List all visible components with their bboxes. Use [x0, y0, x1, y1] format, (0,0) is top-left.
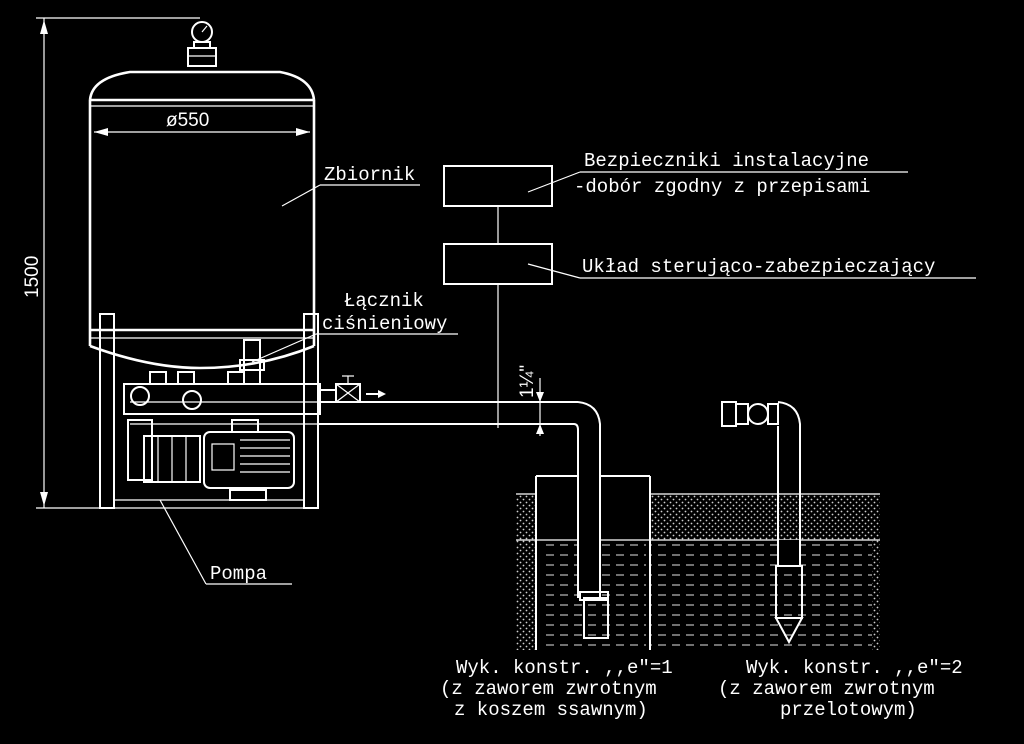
pump-assembly — [123, 339, 321, 501]
tank: ø550 — [88, 21, 316, 370]
variant1-line2: (z zaworem zwrotnym — [440, 678, 657, 700]
suction-pipe-1-lower — [577, 470, 609, 639]
fuses-label-line1: Bezpieczniki instalacyjne — [584, 150, 869, 172]
electrical: Bezpieczniki instalacyjne -dobór zgodny … — [443, 150, 976, 428]
variant-1-caption: Wyk. konstr. ,,e"=1 (z zaworem zwrotnym … — [440, 657, 673, 721]
suction-basket — [583, 597, 609, 639]
tank-label-group: Zbiornik — [281, 164, 420, 207]
ground-and-water — [516, 475, 880, 650]
pump-label-group: Pompa — [159, 499, 292, 585]
fuse-box — [443, 165, 553, 207]
second-variant-pipe — [721, 401, 804, 645]
outlet-valve — [318, 375, 386, 403]
pipe-size-dimension: 1¼" — [517, 365, 544, 436]
diameter-label: ø550 — [166, 110, 209, 131]
pump-label: Pompa — [210, 563, 267, 585]
pressure-switch-label-group: Łącznik ciśnieniowy — [251, 290, 458, 363]
control-label: Układ sterująco-zabezpieczający — [582, 256, 935, 278]
pipe-size-label: 1¼" — [517, 365, 538, 398]
variant2-line2: (z zaworem zwrotnym — [718, 678, 935, 700]
variant2-line1: Wyk. konstr. ,,e"=2 — [746, 657, 963, 679]
variant1-line1: Wyk. konstr. ,,e"=1 — [456, 657, 673, 679]
support-frame — [99, 313, 319, 509]
variant1-line3: z koszem ssawnym) — [454, 699, 648, 721]
height-label: 1500 — [22, 256, 43, 298]
pressure-switch-label-line1: Łącznik — [344, 290, 424, 312]
fuses-label-line2: -dobór zgodny z przepisami — [574, 176, 870, 198]
tank-label: Zbiornik — [324, 164, 415, 186]
pressure-switch-label-line2: ciśnieniowy — [322, 313, 447, 335]
height-dimension: 1500 — [22, 17, 200, 509]
flow-arrow-icon — [378, 390, 386, 398]
diameter-dimension: ø550 — [94, 110, 310, 136]
pressure-gauge-icon — [187, 21, 217, 67]
variant2-line3: przelotowym) — [780, 699, 917, 721]
suction-pipe — [130, 401, 601, 598]
variant-2-caption: Wyk. konstr. ,,e"=2 (z zaworem zwrotnym … — [718, 657, 963, 721]
control-box — [443, 243, 553, 285]
